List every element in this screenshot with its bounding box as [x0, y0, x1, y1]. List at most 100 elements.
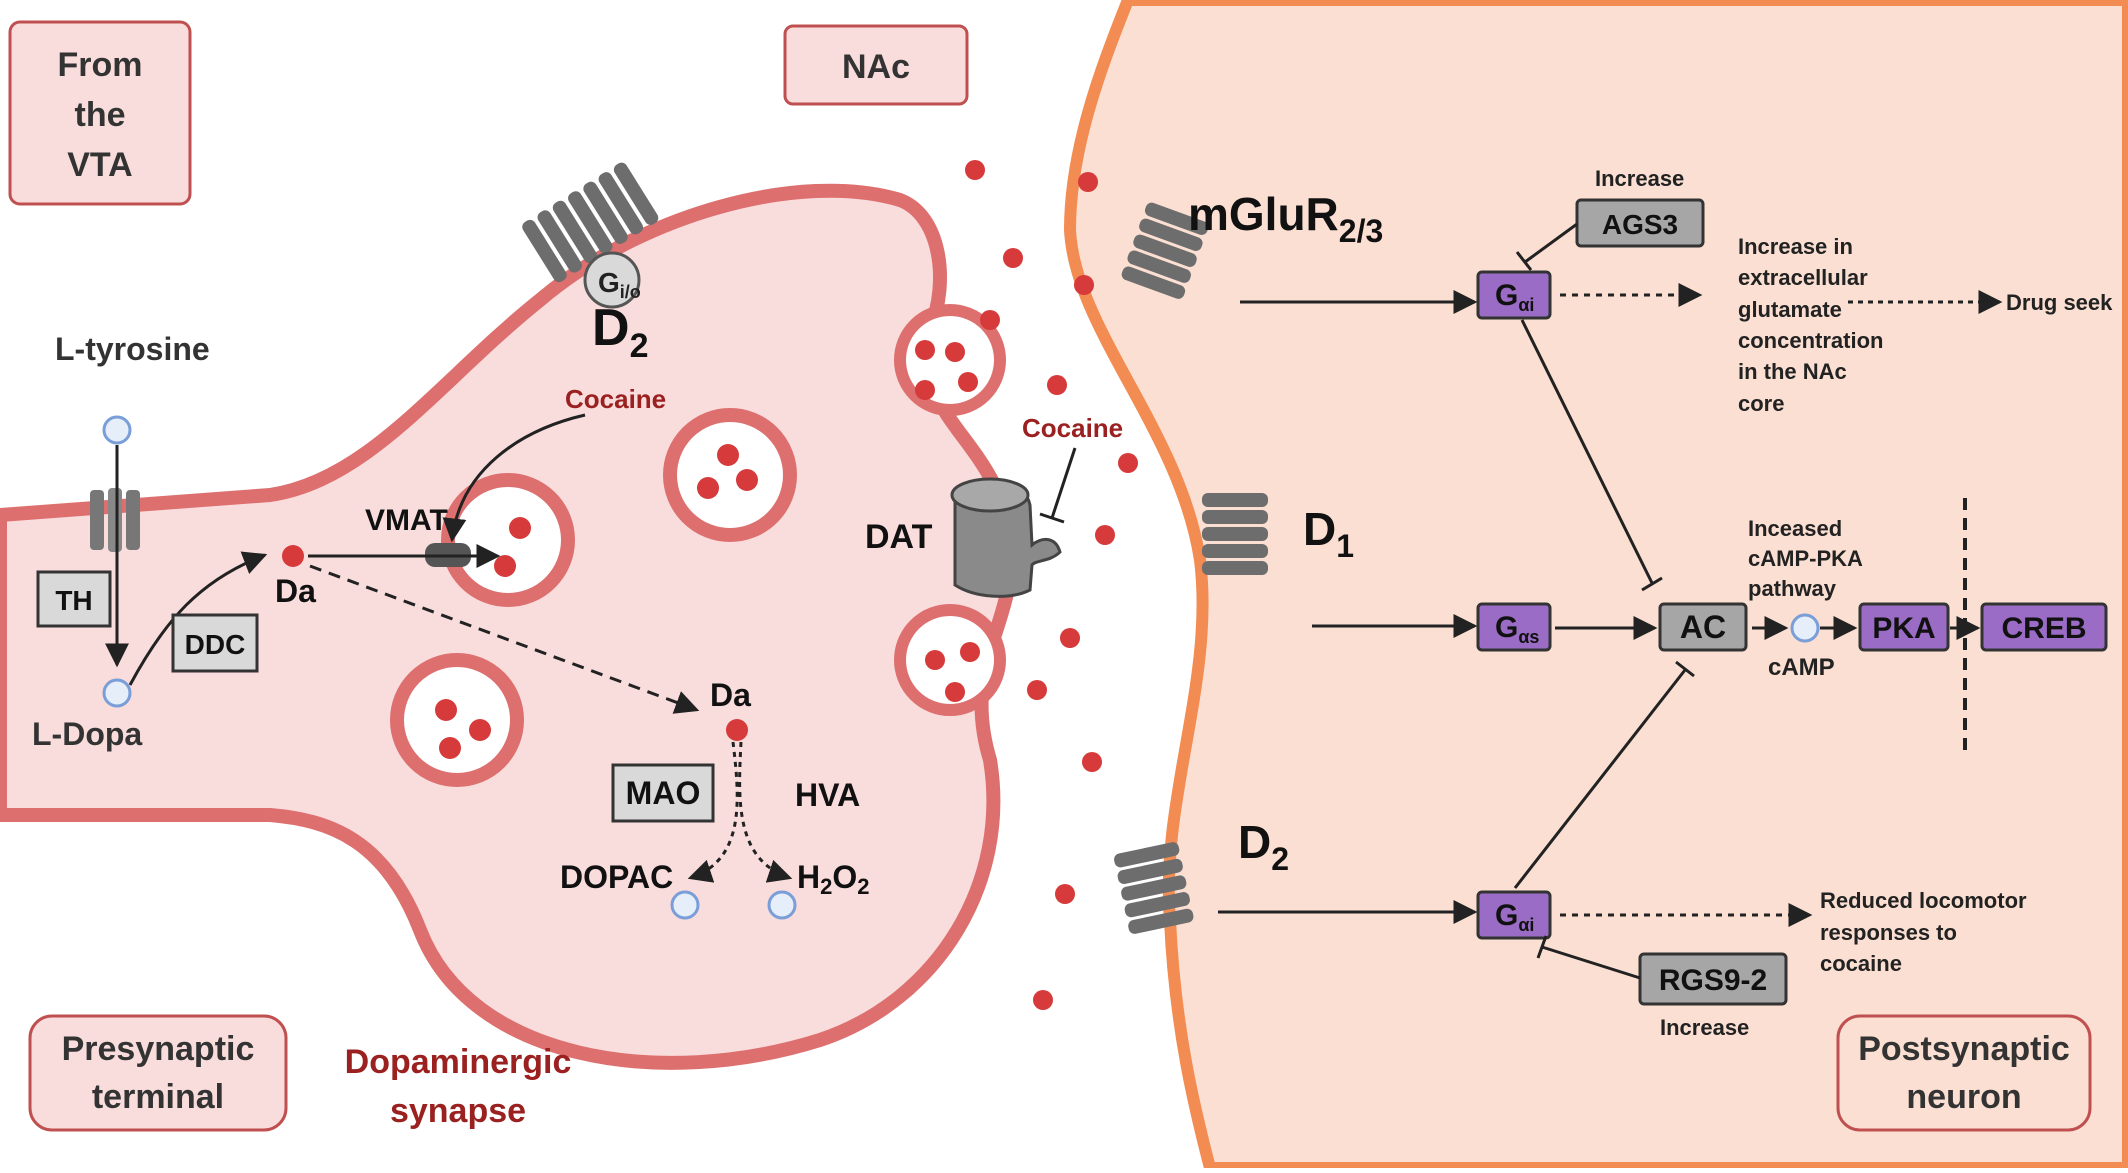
- dopac-molecule-icon: [670, 890, 700, 920]
- svg-text:responses to: responses to: [1820, 920, 1957, 945]
- da-label-2: Da: [710, 677, 751, 713]
- rgs-box: [1638, 952, 1788, 1006]
- rgs-inhibit-bar: [1536, 935, 1548, 959]
- svg-text:in the NAc: in the NAc: [1738, 359, 1847, 384]
- svg-text:cAMP-PKA: cAMP-PKA: [1748, 546, 1863, 571]
- dat-transporter-icon: [950, 477, 1062, 598]
- ags3-inhibit-line: [1524, 222, 1578, 264]
- dopaminergic-synapse-label: Dopaminergic synapse: [345, 1043, 572, 1130]
- svg-text:the: the: [75, 96, 126, 134]
- cocaine-dat-inhibit-line: [1050, 447, 1077, 519]
- glutamate-text: Increase in extracellular glutamate conc…: [1738, 234, 1883, 416]
- postsynaptic-membrane: [1063, 0, 2128, 1173]
- gai-bottom-box: [1476, 890, 1552, 940]
- d1-receptor-icon: [1202, 493, 1268, 575]
- svg-text:Presynaptic: Presynaptic: [62, 1030, 255, 1068]
- pka-label: PKA: [1872, 612, 1935, 645]
- mao-enzyme-box: [611, 763, 715, 823]
- gai-top-inhibit-ac-bar: [1641, 576, 1663, 592]
- nac-label: NAc: [842, 48, 910, 86]
- camp-label: cAMP: [1768, 654, 1835, 681]
- l-tyrosine-label: L-tyrosine: [55, 331, 210, 367]
- dat-label: DAT: [865, 518, 933, 556]
- vesicle-2: [441, 473, 575, 607]
- svg-text:From: From: [58, 46, 143, 84]
- svg-text:terminal: terminal: [92, 1078, 224, 1116]
- da-to-h2o2-arrow: [738, 741, 793, 883]
- vmat-label: VMAT: [365, 504, 448, 537]
- svg-text:core: core: [1738, 391, 1784, 416]
- presynaptic-label: Presynaptic terminal: [62, 1030, 255, 1116]
- da-label-1: Da: [275, 573, 316, 609]
- svg-text:synapse: synapse: [390, 1092, 526, 1130]
- d2-postsynaptic-receptor-icon: [1114, 842, 1194, 934]
- cocaine-dat-label: Cocaine: [1022, 413, 1123, 443]
- dopamine-degradation: [726, 719, 748, 741]
- presynaptic-membrane: [0, 183, 1019, 1070]
- exocytosis-vesicle-bottom: [894, 604, 1006, 716]
- postsynaptic-label: Postsynaptic neuron: [1858, 1030, 2070, 1116]
- l-tyrosine-molecule-icon: [102, 415, 132, 445]
- gai-bottom-inhibit-ac-line: [1513, 669, 1687, 889]
- svg-text:VTA: VTA: [67, 146, 132, 184]
- rgs-increase-label: Increase: [1660, 1015, 1749, 1040]
- gas-label: Gαs: [1495, 611, 1539, 647]
- d2-presynaptic-label: D2: [592, 299, 648, 365]
- ddc-label: DDC: [185, 629, 246, 660]
- ac-box: [1658, 602, 1748, 652]
- ac-label: AC: [1680, 609, 1726, 645]
- l-dopa-molecule-icon: [102, 678, 132, 708]
- camp-molecule-icon: [1790, 613, 1820, 643]
- ddc-enzyme-box: [171, 613, 259, 673]
- ags3-box: [1575, 198, 1705, 248]
- presynaptic-box: [28, 1014, 288, 1132]
- svg-text:Increase in: Increase in: [1738, 234, 1853, 259]
- th-label: TH: [55, 585, 92, 616]
- mglur-receptor-icon: [1121, 202, 1209, 299]
- ags3-inhibit-bar: [1515, 251, 1533, 271]
- creb-box: [1980, 602, 2108, 652]
- svg-text:concentration: concentration: [1738, 328, 1883, 353]
- d1-label: D1: [1303, 503, 1354, 564]
- creb-label: CREB: [2001, 612, 2086, 645]
- dopamine-cytosolic: [282, 545, 304, 567]
- hva-label: HVA: [795, 777, 860, 813]
- svg-text:Inceased: Inceased: [1748, 516, 1842, 541]
- pka-box: [1858, 602, 1950, 652]
- d2-autoreceptor-icon: [522, 162, 659, 283]
- mglur-label: mGluR2/3: [1188, 188, 1383, 249]
- vesicle-3: [390, 653, 524, 787]
- tyrosine-transporter-icon: [90, 488, 140, 552]
- gio-protein-icon: [583, 251, 641, 309]
- ags3-increase-label: Increase: [1595, 166, 1684, 191]
- cocaine-dat-inhibit-bar: [1039, 512, 1065, 524]
- gio-label: Gi/o: [598, 267, 641, 302]
- da-to-dopac-arrow: [687, 741, 739, 883]
- svg-text:Reduced locomotor: Reduced locomotor: [1820, 888, 2027, 913]
- h2o2-molecule-icon: [767, 890, 797, 920]
- rgs-inhibit-line: [1541, 945, 1641, 980]
- gai-top-label: Gαi: [1495, 279, 1534, 315]
- svg-text:pathway: pathway: [1748, 576, 1837, 601]
- from-vta-label: From the VTA: [58, 46, 143, 184]
- l-dopa-label: L-Dopa: [32, 716, 142, 752]
- svg-text:cocaine: cocaine: [1820, 951, 1902, 976]
- postsynaptic-box: [1836, 1014, 2092, 1132]
- svg-text:extracellular: extracellular: [1738, 265, 1868, 290]
- nac-box: [783, 24, 969, 106]
- vesicle-1: [663, 408, 797, 542]
- dopa-to-da-arrow: [128, 551, 268, 686]
- gai-top-inhibit-ac-line: [1520, 319, 1654, 584]
- camp-pka-pathway-text: Inceased cAMP-PKA pathway: [1748, 516, 1863, 601]
- gai-top-box: [1476, 270, 1552, 320]
- drug-seek-label: Drug seek: [2006, 290, 2113, 315]
- svg-text:Postsynaptic: Postsynaptic: [1858, 1030, 2070, 1068]
- svg-text:Dopaminergic: Dopaminergic: [345, 1043, 572, 1081]
- gai-bottom-inhibit-ac-bar: [1675, 660, 1695, 678]
- exocytosis-vesicle-top: [894, 304, 1006, 416]
- from-vta-box: [8, 20, 192, 206]
- th-enzyme-box: [36, 570, 112, 628]
- gai-bottom-label: Gαi: [1495, 899, 1534, 935]
- cocaine-vmat-arrow: [442, 413, 586, 543]
